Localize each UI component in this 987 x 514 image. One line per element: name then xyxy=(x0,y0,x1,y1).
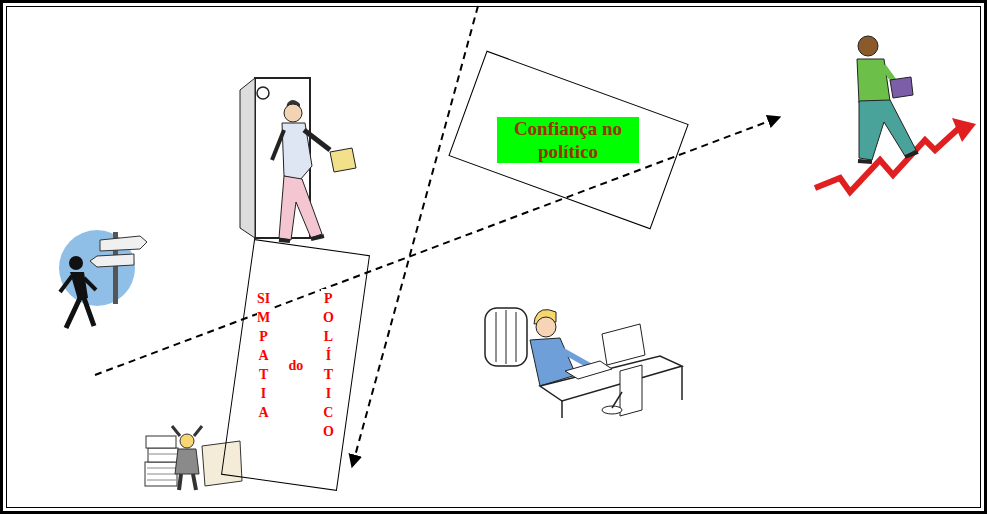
walking-man-figure-part xyxy=(859,100,916,160)
paper-stack-figure-part xyxy=(172,426,202,436)
node-box: SIMPATIA do POLÍTICO xyxy=(237,246,354,484)
door-figure-part xyxy=(330,148,356,172)
node-box: Confiança no político xyxy=(461,84,676,196)
vertical-label: SIMPATIA xyxy=(257,289,271,422)
walking-man-figure-part xyxy=(815,129,958,192)
paper-stack-figure-part xyxy=(146,436,176,448)
desk-figure-part xyxy=(620,365,642,416)
door-figure-part xyxy=(279,176,322,240)
desk-figure-part xyxy=(496,310,516,364)
signpost-figure xyxy=(59,230,147,328)
door-figure-part xyxy=(284,104,302,122)
box-content: SIMPATIA do POLÍTICO xyxy=(257,289,336,441)
signpost-figure-part xyxy=(60,276,96,292)
desk-figure-part xyxy=(558,348,590,366)
paper-stack-figure-part xyxy=(179,474,196,490)
box-content: Confiança no político xyxy=(497,117,639,163)
door-figure xyxy=(240,78,356,241)
box-text: Confiança no político xyxy=(497,117,639,163)
dashed-arrow-part xyxy=(95,117,780,375)
paper-stack-figure-part xyxy=(147,454,177,480)
signpost-figure-part xyxy=(66,298,94,328)
walking-man-figure-part xyxy=(890,77,913,98)
walking-man-figure-part xyxy=(858,152,918,162)
door-figure-part xyxy=(257,87,269,99)
walking-man-figure xyxy=(815,36,976,192)
walking-man-figure-part xyxy=(952,118,976,142)
signpost-figure-part xyxy=(90,254,134,267)
vertical-label: POLÍTICO xyxy=(321,289,335,441)
page-frame-part xyxy=(7,7,981,508)
paper-stack-figure-part xyxy=(148,448,178,462)
signpost-figure-part xyxy=(69,256,83,270)
desk-figure-part xyxy=(612,392,622,408)
door-figure-part xyxy=(240,78,255,238)
signpost-figure-part xyxy=(70,272,88,300)
door-figure-part xyxy=(272,130,284,160)
door-figure-part xyxy=(279,236,324,241)
dashed-arrow-part xyxy=(352,6,478,467)
signpost-figure-part xyxy=(100,236,147,251)
desk-figure-part xyxy=(485,308,527,366)
desk-figure xyxy=(485,308,682,418)
dashed-arrow xyxy=(95,6,780,467)
paper-stack-figure-part xyxy=(180,434,194,448)
desk-figure-part xyxy=(565,361,612,379)
desk-figure-part xyxy=(536,317,556,337)
desk-figure-part xyxy=(602,324,645,365)
paper-stack-figure xyxy=(145,426,242,490)
walking-man-figure-part xyxy=(858,36,878,56)
door-figure-part xyxy=(304,130,330,150)
paper-stack-figure-part xyxy=(175,449,199,474)
box-text: do xyxy=(289,356,304,375)
